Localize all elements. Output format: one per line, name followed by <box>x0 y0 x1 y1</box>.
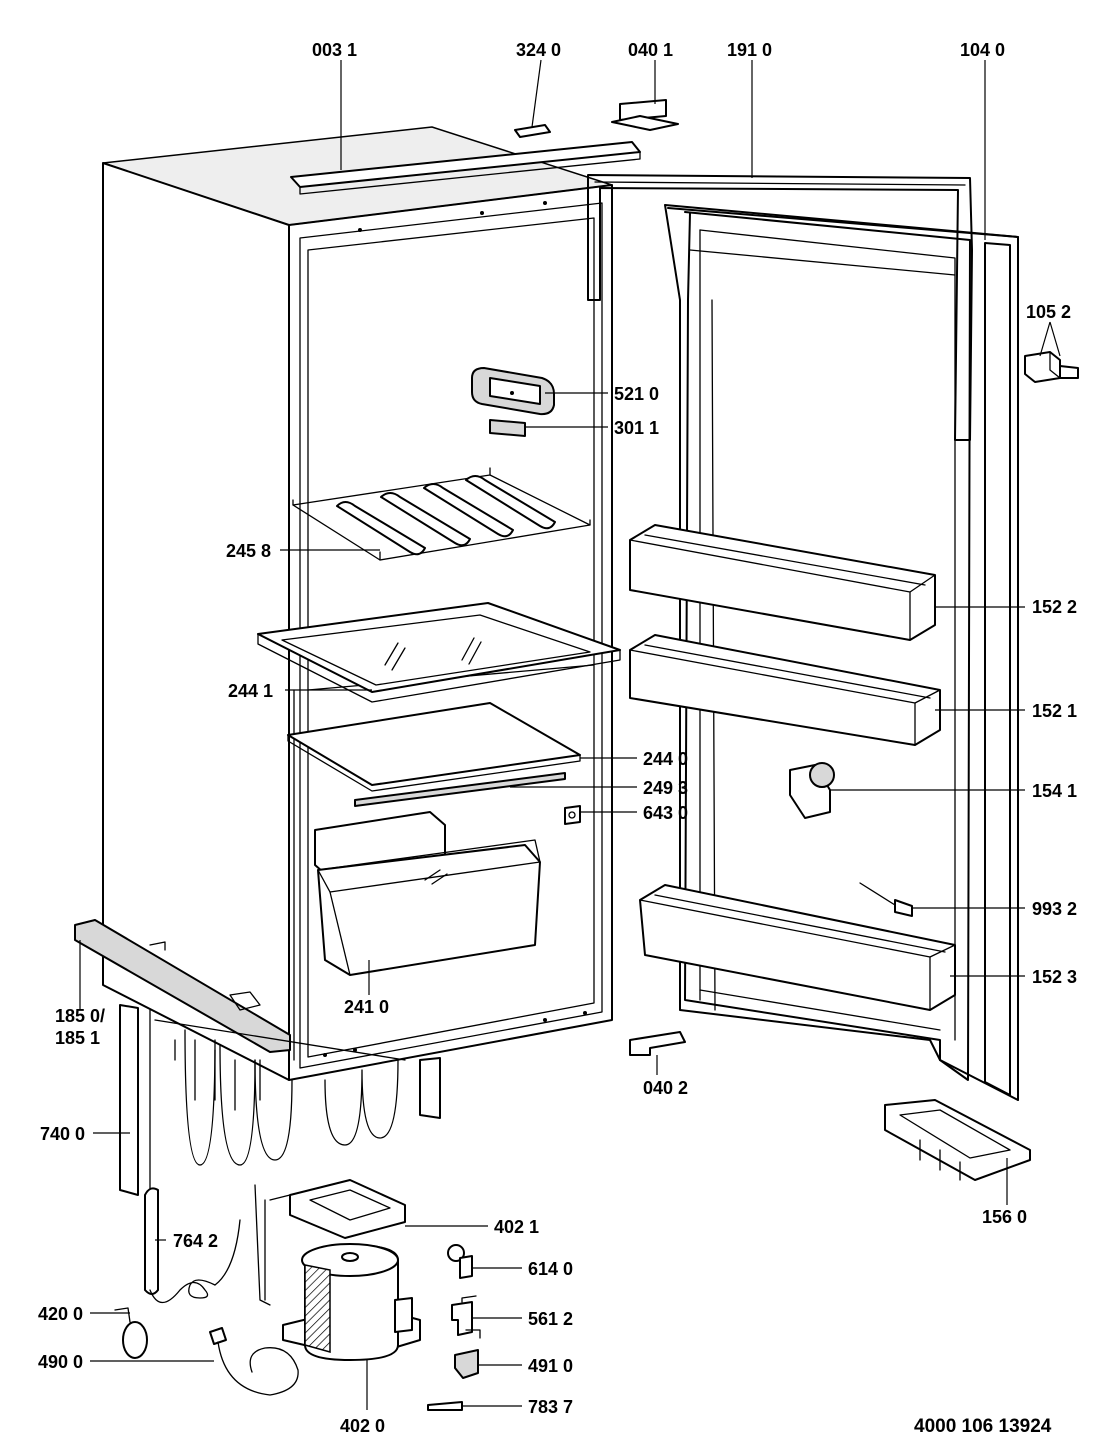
label-561-2: 561 2 <box>528 1309 573 1329</box>
pin <box>427 1401 463 1411</box>
label-040-2: 040 2 <box>643 1078 688 1098</box>
part-labels: 003 1 324 0 040 1 191 0 104 0 105 2 521 … <box>38 40 1077 1437</box>
label-764-2: 764 2 <box>173 1231 218 1251</box>
label-643-0: 643 0 <box>643 803 688 823</box>
leader-lines <box>79 59 1061 1410</box>
door-hinge <box>1024 351 1079 383</box>
label-521-0: 521 0 <box>614 384 659 404</box>
label-614-0: 614 0 <box>528 1259 573 1279</box>
label-241-0: 241 0 <box>344 997 389 1017</box>
label-490-0: 490 0 <box>38 1352 83 1372</box>
compressor <box>282 1243 421 1361</box>
terminal-cover <box>454 1349 479 1379</box>
label-740-0: 740 0 <box>40 1124 85 1144</box>
wire-shelf <box>292 467 591 561</box>
label-783-7: 783 7 <box>528 1397 573 1417</box>
bracket-324 <box>514 124 551 138</box>
lower-hinge <box>629 1031 686 1056</box>
thermostat-housing <box>471 367 555 416</box>
label-152-3: 152 3 <box>1032 967 1077 987</box>
gasket-top <box>587 174 973 441</box>
thermostat <box>451 1295 481 1339</box>
glass-shelf <box>257 602 621 703</box>
door-bin-middle <box>629 634 941 746</box>
door-bin-upper <box>629 524 936 641</box>
door <box>587 174 1019 1101</box>
label-191-0: 191 0 <box>727 40 772 60</box>
cabinet <box>102 126 641 1081</box>
part-643 <box>564 805 581 825</box>
condenser <box>119 1004 441 1196</box>
bottle-holder <box>789 762 835 819</box>
label-244-1: 244 1 <box>228 681 273 701</box>
label-244-0: 244 0 <box>643 749 688 769</box>
compressor-bracket <box>264 1179 406 1301</box>
label-301-1: 301 1 <box>614 418 659 438</box>
capacitor <box>114 1307 148 1359</box>
mains-cable <box>209 1327 299 1396</box>
drawing-number: 4000 106 13924 <box>914 1416 1052 1437</box>
ice-tray <box>884 1099 1031 1181</box>
label-104-0: 104 0 <box>960 40 1005 60</box>
door-bin-lower <box>639 884 956 1011</box>
top-hinge <box>611 99 679 131</box>
label-040-1: 040 1 <box>628 40 673 60</box>
label-154-1: 154 1 <box>1032 781 1077 801</box>
label-993-2: 993 2 <box>1032 899 1077 919</box>
base-rail <box>74 919 291 1053</box>
dryer-capillary <box>144 1184 271 1306</box>
lamp-cover <box>489 419 526 437</box>
label-152-2: 152 2 <box>1032 597 1077 617</box>
label-491-0: 491 0 <box>528 1356 573 1376</box>
relay <box>447 1244 473 1279</box>
label-249-3: 249 3 <box>643 778 688 798</box>
cover-strip <box>354 772 566 807</box>
thermometer <box>859 882 913 917</box>
label-402-1: 402 1 <box>494 1217 539 1237</box>
label-420-0: 420 0 <box>38 1304 83 1324</box>
label-185-0: 185 0/ <box>55 1006 105 1026</box>
label-105-2: 105 2 <box>1026 302 1071 322</box>
label-156-0: 156 0 <box>982 1207 1027 1227</box>
label-185-1: 185 1 <box>55 1028 100 1048</box>
label-245-8: 245 8 <box>226 541 271 561</box>
label-324-0: 324 0 <box>516 40 561 60</box>
crisper-drawer <box>317 839 541 976</box>
label-152-1: 152 1 <box>1032 701 1077 721</box>
label-402-0: 402 0 <box>340 1416 385 1436</box>
label-003-1: 003 1 <box>312 40 357 60</box>
crisper-cover <box>287 702 581 786</box>
